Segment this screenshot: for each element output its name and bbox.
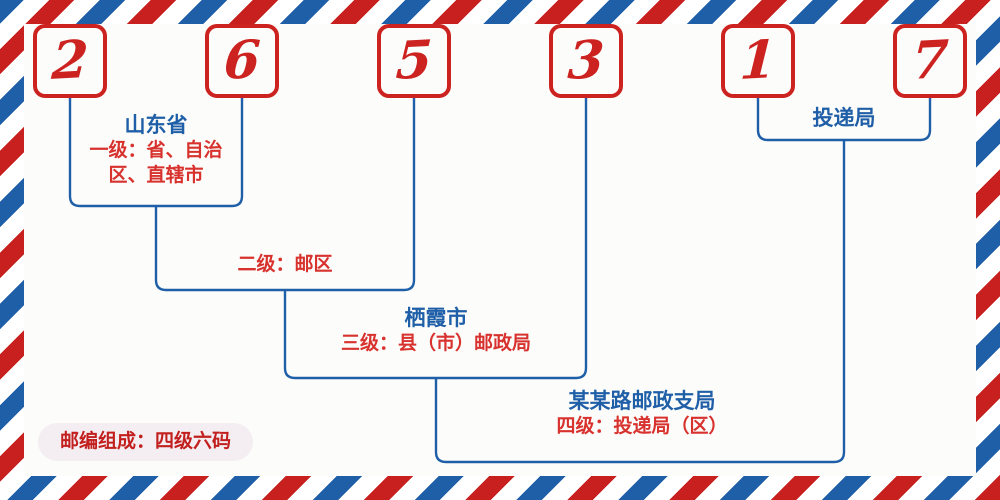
digit-box-5[interactable]: 1 [721,24,795,98]
label-level2: 二级：邮区 [205,252,365,277]
digit-box-6[interactable]: 7 [893,24,967,98]
digit-box-3[interactable]: 5 [377,24,451,98]
label-level4-name: 某某路邮政支局 [568,388,716,413]
label-level3-name: 栖霞市 [404,305,468,330]
digit-glyph-1: 2 [50,29,90,92]
label-level1-tier: 一级：省、自治区、直辖市 [89,139,223,186]
digit-box-1[interactable]: 2 [33,24,107,98]
digit-glyph-3: 5 [394,29,434,92]
label-level3-tier: 三级：县（市）邮政局 [340,332,531,355]
label-level4-tier: 四级：投递局（区） [556,415,728,438]
postcode-composition-text: 邮编组成：四级六码 [60,430,232,452]
digit-glyph-2: 6 [222,29,262,92]
postcode-composition-badge: 邮编组成：四级六码 [38,423,254,461]
label-level4: 某某路邮政支局 四级：投递局（区） [520,388,764,439]
label-level3: 栖霞市 三级：县（市）邮政局 [310,305,562,356]
digit-glyph-6: 7 [910,29,950,92]
label-delivery-office: 投递局 [764,105,924,131]
digit-glyph-4: 3 [566,29,606,92]
digit-box-2[interactable]: 6 [205,24,279,98]
digit-glyph-5: 1 [738,29,778,92]
digit-box-4[interactable]: 3 [549,24,623,98]
label-level2-tier: 二级：邮区 [237,253,333,275]
label-level1-name: 山东省 [124,112,188,137]
label-delivery-office-name: 投递局 [812,105,876,130]
label-level1: 山东省 一级：省、自治区、直辖市 [80,112,232,188]
